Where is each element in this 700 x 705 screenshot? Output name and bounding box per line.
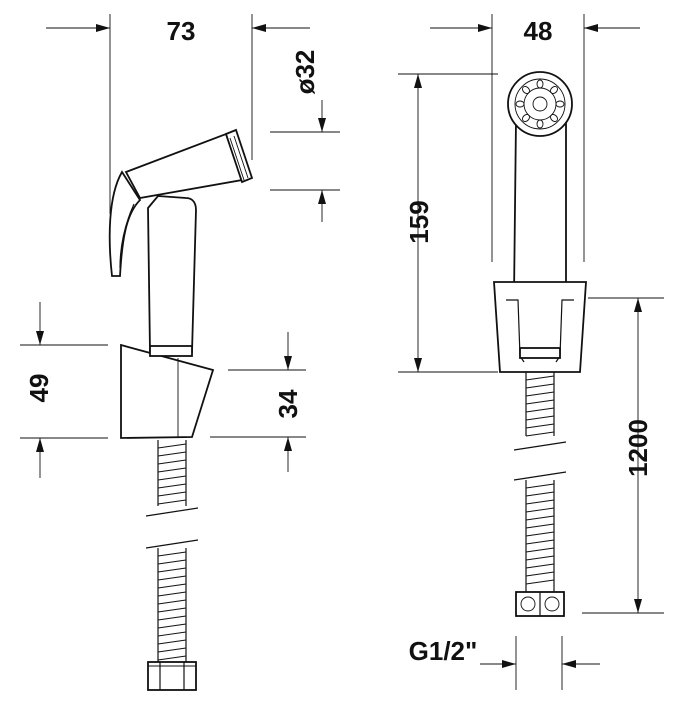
dim-159-label: 159 xyxy=(404,200,434,243)
front-hose-lower xyxy=(525,480,555,592)
side-handle xyxy=(108,128,254,357)
side-hex-nut xyxy=(147,661,197,691)
dim-159: 159 xyxy=(398,73,498,373)
dim-34-label: 34 xyxy=(273,389,303,418)
dim-thread: G1/2" xyxy=(409,636,600,690)
dim-48: 48 xyxy=(430,14,640,262)
dim-49: 49 xyxy=(20,302,108,478)
dim-thread-label: G1/2" xyxy=(409,636,478,666)
side-hose-lower xyxy=(157,548,187,662)
dim-73-label: 73 xyxy=(167,16,196,46)
side-hose-break xyxy=(145,507,199,549)
side-view: 73 ø32 49 xyxy=(20,14,340,691)
dim-48-label: 48 xyxy=(524,16,553,46)
dim-34: 34 xyxy=(210,332,306,472)
front-view: 48 159 1200 G1/2" xyxy=(398,14,664,690)
front-wall-holder xyxy=(493,281,587,373)
dim-49-label: 49 xyxy=(24,374,54,403)
front-handle xyxy=(507,71,573,297)
dim-73: 73 xyxy=(46,14,310,214)
side-hose-upper xyxy=(157,440,187,506)
front-hose-break xyxy=(513,441,567,481)
dim-32-label: ø32 xyxy=(290,50,320,95)
side-wall-holder xyxy=(120,343,215,439)
front-hose-upper xyxy=(525,372,555,437)
front-hex-nut xyxy=(515,591,565,617)
dim-1200-label: 1200 xyxy=(623,419,653,477)
dim-32: ø32 xyxy=(270,50,340,222)
dim-1200: 1200 xyxy=(582,297,664,614)
